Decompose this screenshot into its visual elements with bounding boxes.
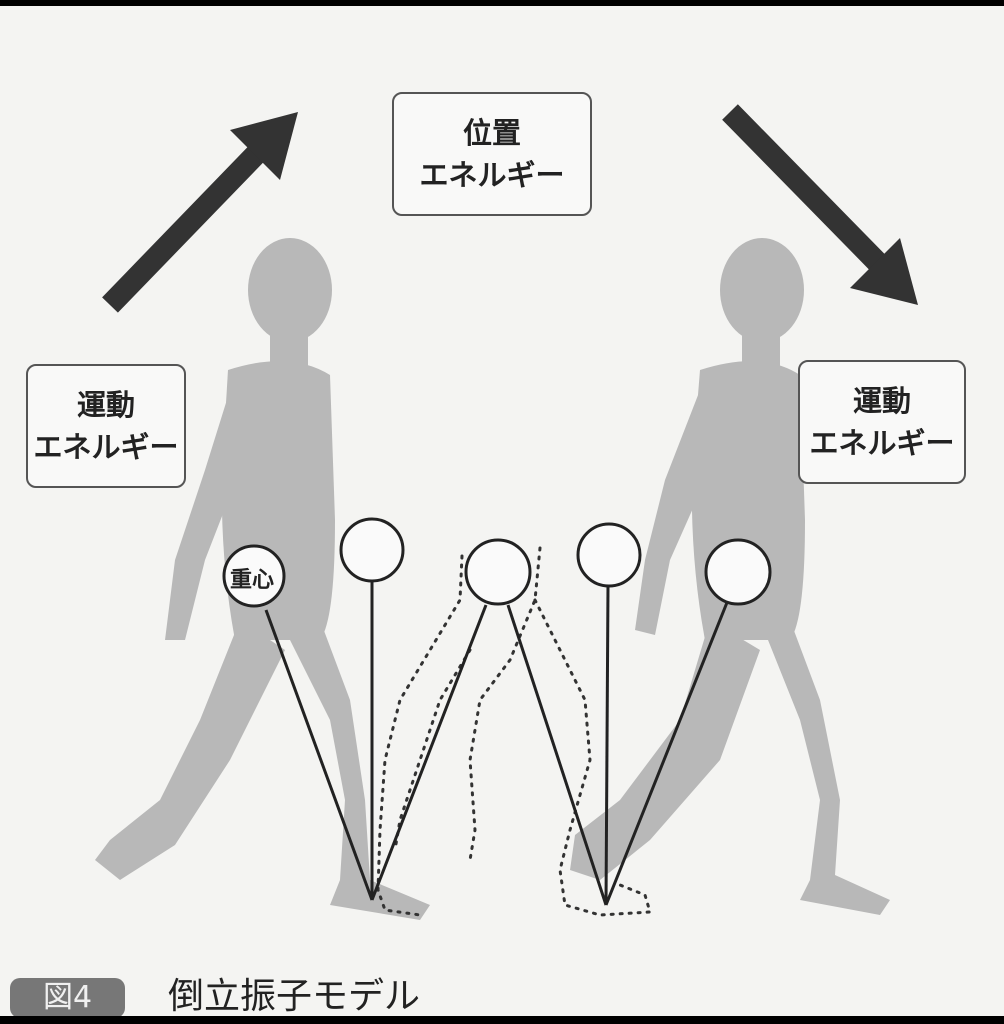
potential-energy-line1: 位置 [462, 116, 521, 150]
kinetic-energy-left-label: 運動 エネルギー [26, 364, 186, 488]
kinetic-energy-right-label: 運動 エネルギー [798, 360, 966, 484]
falling-arrow-icon [722, 104, 918, 305]
potential-energy-line2: エネルギー [419, 158, 565, 192]
kinetic-energy-right-line1: 運動 [852, 384, 911, 418]
figure-number-badge: 図4 [10, 978, 125, 1018]
kinetic-energy-right-line2: エネルギー [809, 426, 955, 460]
com-circle-1 [222, 544, 286, 608]
potential-energy-label: 位置 エネルギー [392, 92, 592, 216]
com-circle-5 [704, 538, 772, 606]
figure-page: 位置 エネルギー 運動 エネルギー 運動 エネルギー 重心 図4 倒立振子モデル [0, 6, 1004, 1018]
dotted-leg-outlines [376, 546, 652, 917]
pendulum-rods [264, 580, 730, 906]
com-circle-3 [464, 538, 532, 606]
com-circle-2 [339, 517, 405, 583]
bottom-border [0, 1016, 1004, 1024]
kinetic-energy-left-line2: エネルギー [33, 430, 179, 464]
rising-arrow-icon [102, 112, 298, 313]
com-circle-4 [576, 522, 642, 588]
center-of-mass-label: 重心 [230, 568, 275, 593]
inverted-pendulum-diagram [95, 104, 918, 920]
kinetic-energy-left-line1: 運動 [76, 388, 135, 422]
figure-caption: 倒立振子モデル [168, 976, 421, 1017]
center-of-mass-markers [222, 517, 772, 608]
